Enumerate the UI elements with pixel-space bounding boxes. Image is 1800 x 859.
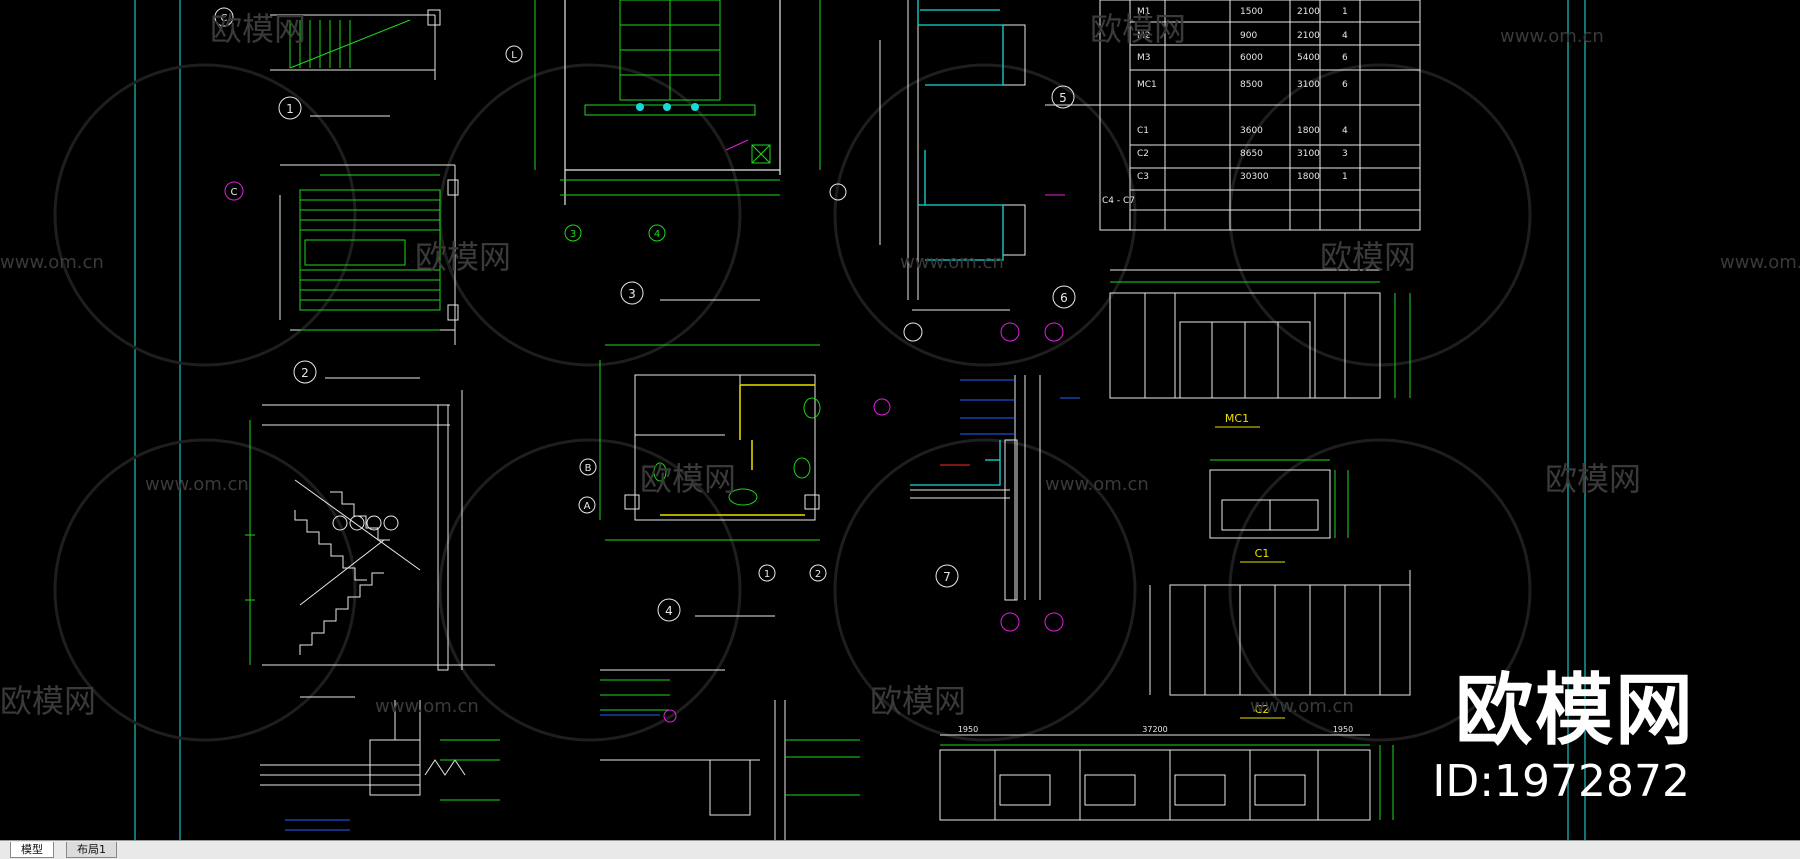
detail-7-parapet-section[interactable]: 7 bbox=[910, 375, 1080, 632]
door-window-schedule[interactable]: M1 M2 M3 MC1 C1 C2 C3 C4 - C7 1500 900 6… bbox=[1099, 0, 1421, 231]
watermark-logo-7: 欧模网 bbox=[0, 682, 96, 720]
detail-3-toilet-plan[interactable]: 3 4 L 3 bbox=[505, 0, 847, 305]
watermark-url-4: www.om.cn bbox=[1500, 26, 1604, 47]
schedule-height-2: 2100 bbox=[1297, 31, 1320, 41]
detail-number-1: 1 bbox=[286, 102, 294, 116]
schedule-code-m2: M2 bbox=[1137, 31, 1151, 41]
watermark-logos: 欧模网 欧模网 欧模网 欧模网 欧模网 欧模网 欧模网 欧模网 bbox=[0, 10, 1641, 720]
schedule-code-c1: C1 bbox=[1137, 126, 1149, 136]
detail-1-stair-plan[interactable]: C 1 bbox=[214, 7, 441, 120]
dim-total: 37200 bbox=[1142, 725, 1167, 734]
grid-number-3: 3 bbox=[570, 229, 576, 240]
detail-number-4: 4 bbox=[665, 604, 673, 618]
watermark-logo-6: 欧模网 bbox=[1545, 460, 1641, 498]
grid-label-c-2: C bbox=[231, 187, 238, 198]
watermark-url-8: www.om.cn bbox=[1250, 696, 1354, 717]
tab-layout1[interactable]: 布局1 bbox=[66, 842, 117, 858]
dim-right: 1950 bbox=[1333, 725, 1353, 734]
grid-label-a: A bbox=[584, 501, 591, 512]
schedule-width-5: 3600 bbox=[1240, 126, 1263, 136]
mc1-elevation[interactable]: MC1 bbox=[1109, 269, 1411, 428]
detail-5-6-wall-section[interactable]: 5 6 bbox=[879, 0, 1100, 342]
schedule-code-mc1: MC1 bbox=[1137, 80, 1157, 90]
schedule-qty-6: 3 bbox=[1342, 149, 1348, 159]
c1-elevation[interactable]: C1 bbox=[1209, 459, 1349, 563]
watermark-url-2: www.om.cn bbox=[900, 252, 1004, 273]
cad-drawing[interactable]: C 1 C 2 bbox=[0, 0, 1800, 840]
schedule-code-m1: M1 bbox=[1137, 7, 1151, 17]
schedule-height-7: 1800 bbox=[1297, 172, 1320, 182]
watermark-logo-8: 欧模网 bbox=[870, 682, 966, 720]
watermark-url-1: www.om.cn bbox=[0, 252, 104, 273]
model-space-canvas[interactable]: C 1 C 2 bbox=[0, 0, 1800, 840]
schedule-width-3: 6000 bbox=[1240, 53, 1263, 63]
schedule-qty-3: 6 bbox=[1342, 53, 1348, 63]
c1-label: C1 bbox=[1255, 547, 1270, 560]
detail-4-toilet-plan[interactable]: B A 1 2 4 bbox=[578, 344, 891, 622]
schedule-qty-5: 4 bbox=[1342, 126, 1348, 136]
watermark-url-7: www.om.cn bbox=[375, 696, 479, 717]
detail-2-stair-plan[interactable]: C 2 bbox=[224, 164, 459, 384]
detail-number-6: 6 bbox=[1060, 291, 1068, 305]
watermark-url-6: www.om.cn bbox=[1045, 474, 1149, 495]
schedule-qty-7: 1 bbox=[1342, 172, 1348, 182]
schedule-code-c3: C3 bbox=[1137, 172, 1149, 182]
mc1-label: MC1 bbox=[1225, 412, 1249, 425]
schedule-width-1: 1500 bbox=[1240, 7, 1263, 17]
grid-label-l: L bbox=[511, 50, 517, 61]
watermark-logo-2: 欧模网 bbox=[1090, 10, 1186, 48]
bottom-wall-details[interactable] bbox=[260, 669, 860, 840]
detail-number-2: 2 bbox=[301, 366, 309, 380]
long-window-elevation[interactable]: 37200 1950 1950 bbox=[939, 725, 1394, 821]
grid-number-2: 2 bbox=[815, 569, 821, 580]
watermark-id-label: ID:1972872 bbox=[1432, 756, 1690, 807]
schedule-height-1: 2100 bbox=[1297, 7, 1320, 17]
c2-label: C2 bbox=[1255, 703, 1270, 716]
sheet-frame bbox=[134, 0, 1586, 840]
schedule-height-6: 3100 bbox=[1297, 149, 1320, 159]
grid-number-1: 1 bbox=[764, 569, 770, 580]
schedule-code-c2: C2 bbox=[1137, 149, 1149, 159]
schedule-width-7: 30300 bbox=[1240, 172, 1269, 182]
detail-number-5: 5 bbox=[1059, 91, 1067, 105]
schedule-height-3: 5400 bbox=[1297, 53, 1320, 63]
grid-label-c-1: C bbox=[221, 13, 228, 24]
schedule-code-c4-c7: C4 - C7 bbox=[1102, 196, 1135, 206]
c2-elevation[interactable]: C2 bbox=[1149, 570, 1411, 719]
tab-model[interactable]: 模型 bbox=[10, 842, 54, 858]
schedule-height-5: 1800 bbox=[1297, 126, 1320, 136]
watermark-url-3: www.om.cn bbox=[1720, 252, 1800, 273]
schedule-qty-1: 1 bbox=[1342, 7, 1348, 17]
layout-tab-bar: 模型 布局1 bbox=[0, 840, 1800, 859]
watermark-urls: www.om.cn www.om.cn www.om.cn www.om.cn … bbox=[0, 26, 1800, 717]
watermark-logo-5: 欧模网 bbox=[640, 460, 736, 498]
stair-section-1-1[interactable] bbox=[245, 390, 495, 698]
schedule-width-2: 900 bbox=[1240, 31, 1257, 41]
watermark-logo-1: 欧模网 bbox=[210, 10, 306, 48]
schedule-code-m3: M3 bbox=[1137, 53, 1151, 63]
watermark-logo-3: 欧模网 bbox=[415, 238, 511, 276]
schedule-width-4: 8500 bbox=[1240, 80, 1263, 90]
watermark-brand-logo: 欧模网 bbox=[1454, 666, 1695, 756]
schedule-qty-2: 4 bbox=[1342, 31, 1348, 41]
schedule-width-6: 8650 bbox=[1240, 149, 1263, 159]
schedule-qty-4: 6 bbox=[1342, 80, 1348, 90]
detail-number-7: 7 bbox=[943, 570, 951, 584]
watermark-url-5: www.om.cn bbox=[145, 474, 249, 495]
watermark-logo-4: 欧模网 bbox=[1320, 238, 1416, 276]
detail-number-3: 3 bbox=[628, 287, 636, 301]
grid-number-4: 4 bbox=[654, 229, 660, 240]
grid-label-b: B bbox=[585, 463, 592, 474]
dim-left: 1950 bbox=[958, 725, 978, 734]
watermark-circles bbox=[53, 63, 1532, 742]
schedule-height-4: 3100 bbox=[1297, 80, 1320, 90]
